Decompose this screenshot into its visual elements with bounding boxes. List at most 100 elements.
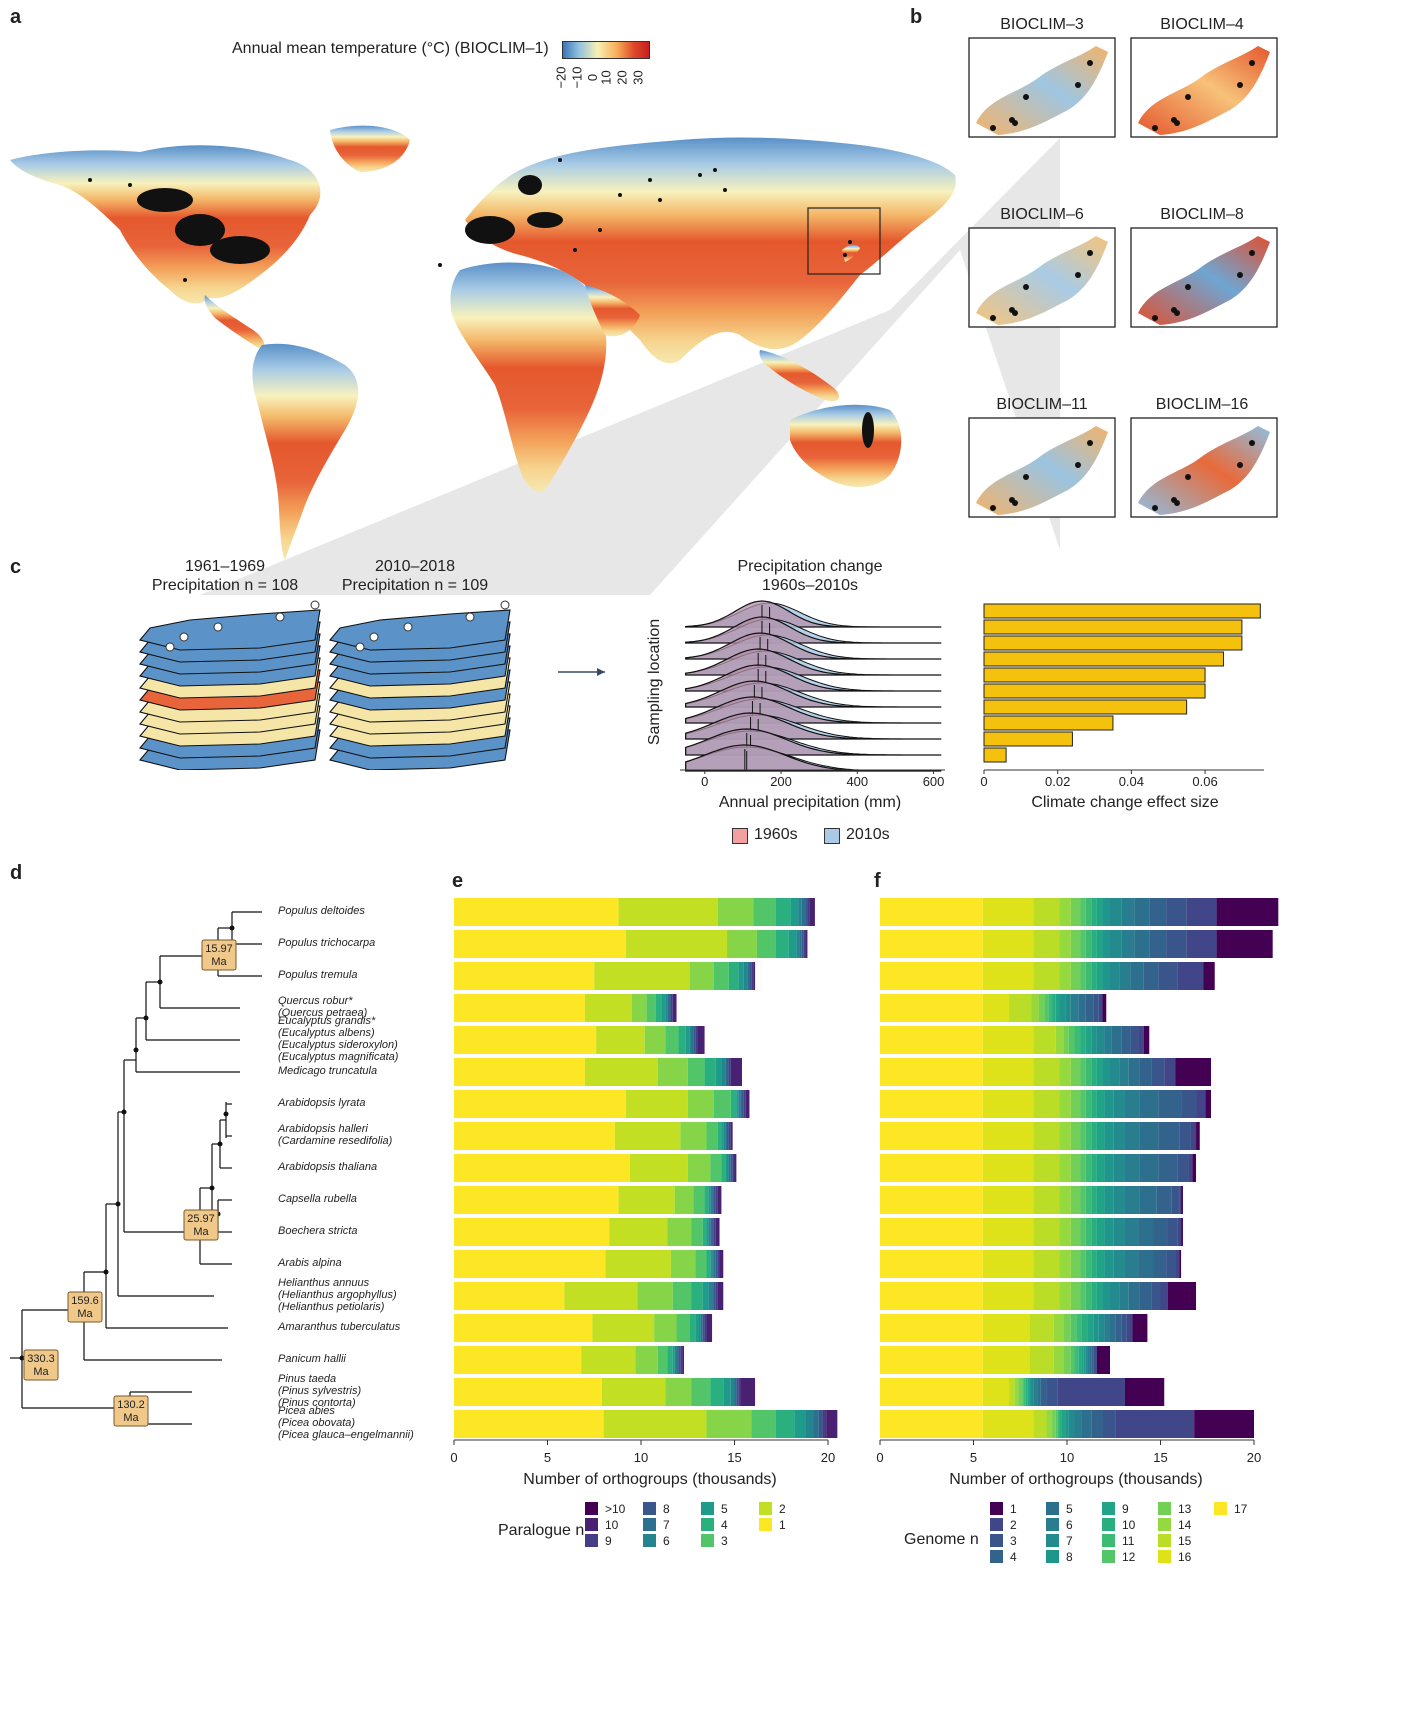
stacked-segment <box>1203 962 1215 990</box>
stacked-segment <box>1093 1346 1096 1374</box>
stacked-segment <box>1091 1250 1097 1278</box>
stacked-segment <box>564 1282 638 1310</box>
stacked-segment <box>1059 1186 1071 1214</box>
stacked-segment <box>751 962 754 990</box>
species-label-line: (Cardamine resedifolia) <box>278 1135 393 1147</box>
stacked-segment <box>1059 1410 1062 1438</box>
stacked-segment <box>1121 1026 1131 1054</box>
stacked-segment <box>1080 1250 1086 1278</box>
stacked-segment <box>1110 1282 1120 1310</box>
stacked-segment <box>674 1186 694 1214</box>
age-box-rect <box>183 1209 219 1241</box>
south-america <box>252 343 359 560</box>
stacked-segment <box>982 994 1010 1022</box>
north-america <box>10 145 321 304</box>
stacked-segment <box>1091 1410 1103 1438</box>
stacked-segment <box>1063 1314 1071 1342</box>
site-marker <box>213 622 223 632</box>
legend-label: 13 <box>1178 1502 1192 1516</box>
stacked-segment <box>584 1058 658 1086</box>
stacked-segment <box>702 1314 705 1342</box>
stacked-segment <box>1143 962 1159 990</box>
species-label-line: (Picea glauca–engelmannii) <box>278 1429 414 1441</box>
stacked-segment <box>1190 1122 1197 1150</box>
legend-swatch <box>585 1502 598 1515</box>
legend-swatch-2010s <box>824 828 840 844</box>
stacked-segment <box>728 1058 731 1086</box>
site-point <box>990 505 996 511</box>
legend-swatch <box>759 1502 772 1515</box>
stacked-segment <box>1070 994 1079 1022</box>
stacked-segment <box>1044 994 1049 1022</box>
stacked-segment <box>1031 1378 1034 1406</box>
stacked-segment <box>880 1026 983 1054</box>
stacked-segment <box>454 1314 593 1342</box>
stacked-segment <box>1085 1250 1092 1278</box>
species-label: Eucalyptus grandis*(Eucalyptus albens)(E… <box>278 1015 398 1063</box>
stacked-segment <box>727 1154 729 1182</box>
ridge-1960s <box>685 744 942 772</box>
stacked-segment <box>1070 930 1081 958</box>
effect-size-bar <box>983 635 1243 651</box>
stacked-segment <box>618 1186 675 1214</box>
legend-label: 3 <box>1010 1534 1017 1548</box>
stacked-segment <box>1126 1314 1133 1342</box>
stacked-segment <box>1104 1314 1111 1342</box>
arrow-head <box>597 668 605 676</box>
stacked-segment <box>1046 1410 1053 1438</box>
stacked-segment <box>1095 1346 1097 1374</box>
stacked-segment <box>1096 1154 1105 1182</box>
stacked-segment <box>1053 1346 1064 1374</box>
legend-label: 1 <box>1010 1502 1017 1516</box>
stacked-segment <box>1080 1090 1086 1118</box>
stacked-segment <box>1070 1314 1077 1342</box>
species-label: Boechera stricta <box>278 1225 357 1237</box>
stacked-segment <box>1033 1090 1060 1118</box>
stacked-segment <box>751 1410 776 1438</box>
species-label-line: Populus trichocarpa <box>278 937 376 949</box>
legend-swatch <box>990 1518 1003 1531</box>
species-label: Arabidopsis halleri(Cardamine resedifoli… <box>278 1123 392 1147</box>
species-label: Populus trichocarpa <box>278 937 375 949</box>
stacked-segment <box>706 1314 713 1342</box>
stacked-segment <box>1089 1346 1092 1374</box>
species-label-line: Amaranthus tuberculatus <box>278 1321 401 1333</box>
stacked-segment <box>982 1090 1034 1118</box>
stacked-segment <box>691 1026 694 1054</box>
stacked-segment <box>661 994 666 1022</box>
stacked-segment <box>715 1058 722 1086</box>
stacked-segment <box>727 1058 729 1086</box>
effect-size-bar <box>983 619 1243 635</box>
southeast-asia <box>759 350 840 402</box>
stacked-segment <box>1080 930 1086 958</box>
legend-label: 9 <box>1122 1502 1129 1516</box>
stacked-segment <box>706 1410 752 1438</box>
stacked-segment <box>1080 1282 1086 1310</box>
e-xlabel: Number of orthogroups (thousands) <box>523 1471 777 1488</box>
stacked-segment <box>669 994 671 1022</box>
bioclim-title: BIOCLIM–11 <box>996 396 1088 413</box>
stacked-segment <box>1188 1154 1193 1182</box>
stacked-segment <box>687 1058 705 1086</box>
stacked-segment <box>1115 1314 1122 1342</box>
species-label-line: Arabis alpina <box>278 1257 342 1269</box>
stacked-segment <box>1177 962 1204 990</box>
stacked-segment <box>743 962 748 990</box>
stacked-segment <box>1179 1250 1182 1278</box>
stacked-segment <box>605 1250 671 1278</box>
stacked-segment <box>1091 898 1097 926</box>
stacked-segment <box>728 1154 731 1182</box>
site-point <box>1152 505 1158 511</box>
stacked-segment <box>805 898 808 926</box>
legend-swatch <box>643 1518 656 1531</box>
stacked-segment <box>1124 1378 1165 1406</box>
site-point <box>1249 250 1255 256</box>
stacked-segment <box>676 1314 690 1342</box>
site-marker <box>369 632 379 642</box>
site-point <box>1185 284 1191 290</box>
species-label: Arabidopsis lyrata <box>278 1097 365 1109</box>
stacked-segment <box>1033 930 1060 958</box>
ridge-title-1: Precipitation change <box>737 558 883 575</box>
stacked-segment <box>706 1122 718 1150</box>
stacked-segment <box>603 1410 707 1438</box>
